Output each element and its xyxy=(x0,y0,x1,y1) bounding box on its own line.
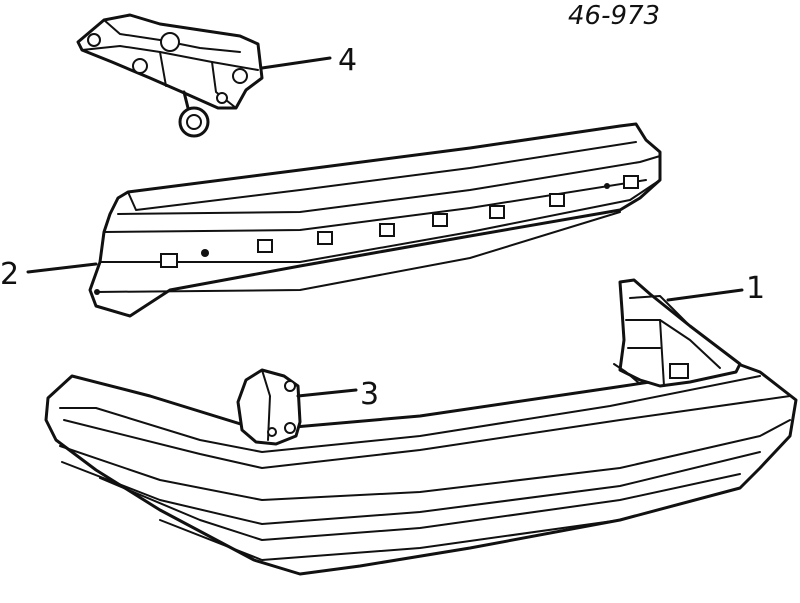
callout-3: 3 xyxy=(360,377,379,412)
callout-4: 4 xyxy=(338,43,357,78)
callout-1: 1 xyxy=(746,271,765,306)
callout-2: 2 xyxy=(0,257,19,292)
leader-line-2 xyxy=(26,262,98,274)
reinforcement-beam-part xyxy=(88,122,662,318)
leader-line-3 xyxy=(296,388,358,398)
leader-line-1 xyxy=(666,288,744,302)
bracket-part xyxy=(76,13,264,138)
bumper-cover-part xyxy=(44,278,798,576)
buffer-pad-part xyxy=(236,368,302,446)
diagram-code: 46-973 xyxy=(568,1,660,31)
leader-line-4 xyxy=(260,56,332,70)
